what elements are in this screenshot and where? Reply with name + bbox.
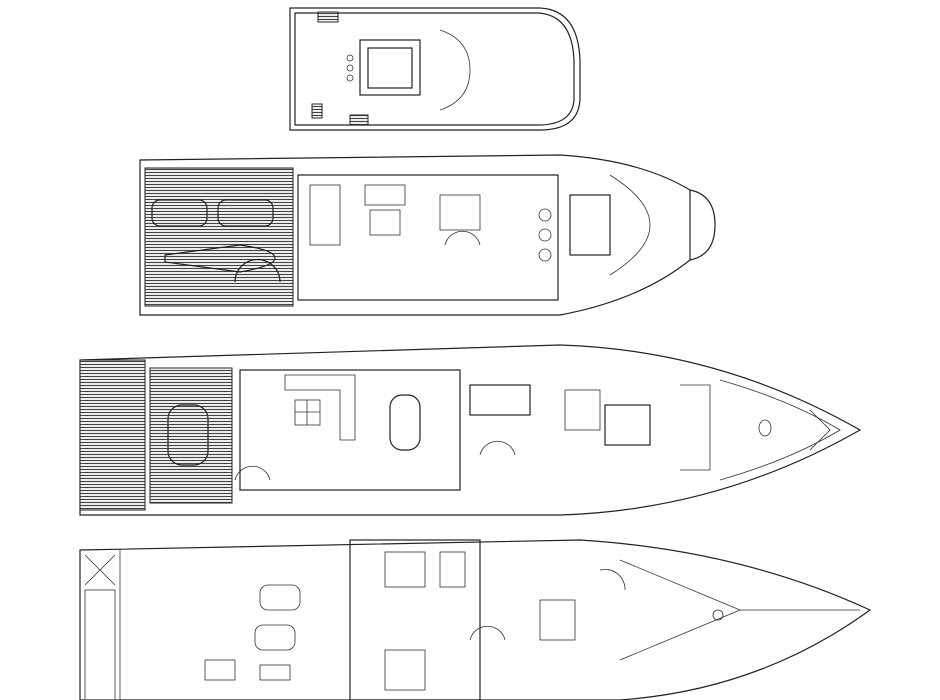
upper-deck: [139, 154, 716, 316]
lower-deck: [79, 539, 872, 700]
main-deck: [79, 344, 862, 516]
sun-deck: [289, 7, 581, 131]
